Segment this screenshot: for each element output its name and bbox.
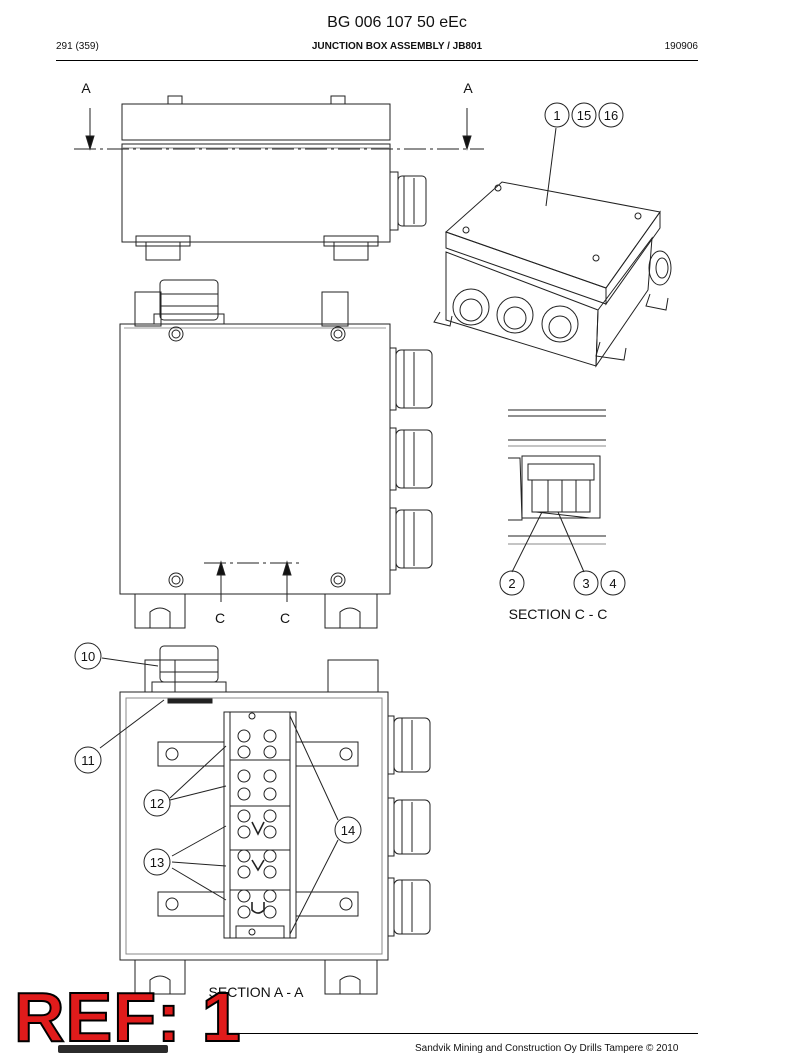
ref-stamp: REF: 1 [13,978,242,1056]
section-mark-c-left: C [215,610,225,626]
header-rule [56,60,698,61]
document-date: 190906 [664,41,698,52]
sheet-title: JUNCTION BOX ASSEMBLY / JB801 [311,41,483,52]
callout-16: 16 [604,108,618,123]
page-number: 291 (359) [56,41,99,52]
footer-rule [234,1033,698,1034]
callout-12: 12 [150,796,164,811]
isometric-view [433,127,672,368]
callout-bubbles [74,102,626,876]
callout-11: 11 [81,753,95,768]
section-mark-c-right: C [280,610,290,626]
callout-10: 10 [81,649,95,664]
section-mark-a-left: A [81,80,91,96]
copyright-text: Sandvik Mining and Construction Oy Drill… [415,1043,679,1054]
section-cc-view [508,409,606,573]
callout-1: 1 [553,108,560,123]
callout-13: 13 [150,855,164,870]
side-elevation-view [74,95,484,261]
callout-3: 3 [582,576,589,591]
logo-bar [58,1045,168,1053]
section-cc-label: SECTION C - C [509,606,608,622]
section-aa-view [99,645,431,995]
section-aa-label: SECTION A - A [209,984,305,1000]
callout-14: 14 [341,823,355,838]
front-view [119,279,433,629]
callout-2: 2 [508,576,515,591]
section-mark-a-right: A [463,80,473,96]
callout-15: 15 [577,108,591,123]
document-id: BG 006 107 50 eEc [327,14,467,31]
callout-4: 4 [609,576,616,591]
